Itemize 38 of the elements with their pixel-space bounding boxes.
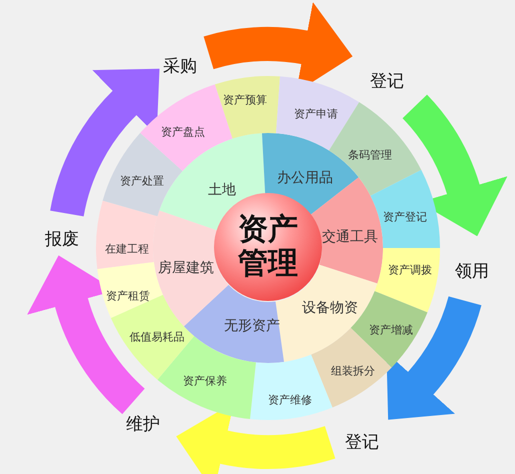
inner-wheel-segment — [183, 284, 285, 363]
segment-label: 条码管理 — [348, 150, 392, 160]
segment-label: 组装拆分 — [331, 366, 375, 376]
segment-label: 资产维修 — [268, 394, 312, 406]
segment-label: 设备物资 — [302, 301, 358, 315]
outer-wheel-segment — [96, 200, 158, 269]
stage-label: 登记 — [370, 74, 404, 90]
stage-label: 领用 — [455, 264, 489, 280]
segment-label: 低值易耗品 — [130, 332, 184, 342]
curved-arrow — [50, 66, 159, 218]
segment-label: 资产增减 — [369, 324, 413, 336]
curved-arrow — [384, 295, 482, 422]
outer-wheel-segment — [214, 76, 280, 139]
segment-label: 交通工具 — [322, 230, 378, 244]
segment-label: 资产登记 — [383, 212, 427, 222]
segment-label: 办公用品 — [277, 171, 333, 185]
segment-label: 资产预算 — [223, 94, 267, 106]
segment-label: 资产租赁 — [106, 290, 150, 302]
stage-label: 采购 — [163, 58, 197, 76]
segment-label: 资产盘点 — [161, 126, 205, 138]
inner-wheel-segment — [261, 133, 359, 215]
outer-wheel-segment — [276, 76, 360, 151]
curved-arrow — [402, 95, 506, 236]
segment-label: 资产申请 — [294, 108, 338, 120]
segment-label: 无形资产 — [224, 319, 280, 333]
stage-label: 报废 — [45, 232, 79, 248]
stage-label: 维护 — [126, 416, 160, 434]
segment-label: 资产调拨 — [388, 264, 432, 276]
outer-wheel-segment — [140, 84, 233, 172]
stage-label: 登记 — [345, 434, 379, 452]
segment-label: 房屋建筑 — [158, 261, 214, 275]
segment-label: 资产处置 — [120, 176, 164, 186]
segment-label: 在建工程 — [105, 244, 149, 254]
segment-label: 土地 — [208, 183, 236, 197]
outer-wheel-segment — [374, 248, 440, 313]
segment-label: 资产保养 — [183, 376, 227, 386]
hub-label: 资产管理 — [238, 213, 298, 281]
outer-wheel-segment — [250, 354, 333, 420]
